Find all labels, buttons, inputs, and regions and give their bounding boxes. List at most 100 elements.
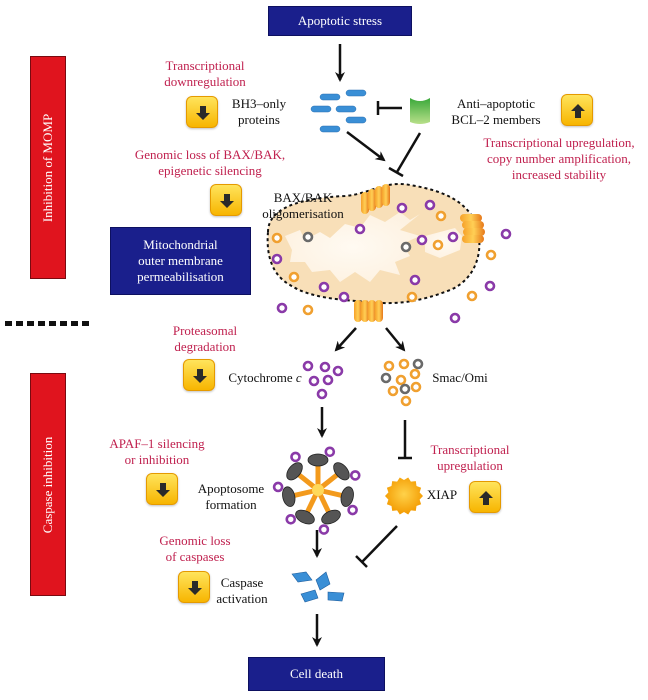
mito-protein-dot [485, 249, 497, 261]
cytochrome-c-dot [308, 375, 320, 387]
smac-omi-dot [383, 360, 395, 372]
mito-protein-dot [271, 232, 283, 244]
apaf1-subunit [282, 486, 296, 507]
bar-caspase-inhibition: Caspase inhibition [30, 373, 66, 596]
label-smac-omi: Smac/Omi [428, 370, 492, 386]
label-line: Anti–apoptotic [457, 96, 535, 111]
arrow-down-icon [196, 106, 210, 120]
apaf1-subunit [333, 462, 350, 481]
arrow-down-icon [193, 369, 207, 383]
caspase-graphic [291, 571, 345, 603]
smac-omi-dot [412, 358, 424, 370]
mito-protein-dot [318, 281, 330, 293]
mechanism-line: Genomic loss [159, 533, 231, 548]
mechanism-genomic-loss-baxbak: Genomic loss of BAX/BAK, epigenetic sile… [130, 147, 290, 179]
label-cytochrome-c: Cytochrome c [220, 370, 310, 386]
arrow-up-icon [479, 491, 493, 505]
apoptosome-core [312, 484, 324, 496]
arrow-to-smac [385, 327, 406, 352]
mito-protein-dot [338, 291, 350, 303]
bar-inhibition-of-momp: Inhibition of MOMP [30, 56, 66, 279]
apoptosome-cytochrome-dot [285, 514, 297, 525]
smac-omi-dot [399, 383, 411, 395]
inhibit-smac-xiap [398, 420, 412, 460]
mito-protein-dot [409, 274, 421, 286]
mito-protein-dot [302, 231, 314, 243]
mito-protein-dot [276, 302, 288, 314]
cytochrome-c-graphic [302, 360, 344, 400]
node-momp-line2: outer membrane [138, 253, 223, 268]
mito-protein-dot [449, 312, 461, 324]
mechanism-line: epigenetic silencing [158, 163, 262, 178]
cytochrome-c-dot [322, 374, 334, 386]
label-line: proteins [238, 112, 280, 127]
smac-omi-dot [409, 368, 421, 380]
mito-protein-dot [288, 271, 300, 283]
mito-protein-dot [484, 280, 496, 292]
apoptosome-cytochrome-dot [290, 451, 301, 463]
baxbak-channel-bottom [354, 300, 383, 322]
mito-protein-dot [466, 290, 478, 302]
mechanism-apaf1-silencing: APAF–1 silencing or inhibition [100, 436, 214, 468]
label-cytochrome-text: Cytochrome [228, 370, 293, 385]
mito-protein-dot [432, 239, 444, 251]
smac-omi-dot [395, 374, 407, 386]
smac-omi-dot [410, 381, 422, 393]
label-bh3-only-proteins: BH3–only proteins [228, 96, 290, 128]
mito-protein-dot [416, 234, 428, 246]
apaf1-subunit [286, 462, 303, 481]
apoptosome-cytochrome-dot [347, 504, 358, 516]
cytochrome-c-dot [302, 360, 314, 372]
apoptosome-graphic [272, 446, 361, 535]
mito-protein-dot [302, 304, 314, 316]
bcl2-protein-graphic [410, 98, 430, 124]
cytochrome-c-dot [332, 365, 344, 377]
mechanism-genomic-loss-caspases: Genomic loss of caspases [150, 533, 240, 565]
mechanism-line: Transcriptional upregulation, [483, 135, 635, 150]
label-xiap: XIAP [424, 487, 460, 503]
bh3-only-proteins-graphic [310, 89, 367, 133]
smac-omi-dot [400, 395, 412, 407]
cytochrome-c-dot [319, 361, 331, 373]
section-divider [5, 321, 93, 326]
mito-protein-dot [400, 241, 412, 253]
apoptosome-cytochrome-dot [318, 524, 330, 535]
label-xiap-text: XIAP [426, 487, 458, 502]
indicator-cytochrome-down [183, 359, 215, 391]
mechanism-line: degradation [174, 339, 236, 354]
indicator-baxbak-down [210, 184, 242, 216]
bar-inhibition-of-momp-label: Inhibition of MOMP [40, 113, 55, 222]
mechanism-xiap-upregulation: Transcriptional upregulation [425, 442, 515, 474]
baxbak-channel-right [460, 214, 485, 243]
indicator-caspase-down [178, 571, 210, 603]
mechanism-line: Transcriptional [165, 58, 245, 73]
indicator-bcl2-up [561, 94, 593, 126]
label-line: BH3–only [231, 96, 287, 111]
apaf1-subunit [307, 453, 329, 467]
mechanism-line: Genomic loss of BAX/BAK, [134, 147, 286, 162]
label-anti-apoptotic-bcl2: Anti–apoptotic BCL–2 members [444, 96, 548, 128]
apaf1-subunit [321, 509, 341, 525]
mito-protein-dot [354, 223, 366, 235]
xiap-protein-graphic [385, 477, 423, 515]
node-apoptotic-stress: Apoptotic stress [268, 6, 412, 36]
label-cytochrome-italic: c [295, 370, 302, 385]
mechanism-line: APAF–1 silencing [109, 436, 205, 451]
label-apoptosome-formation: Apoptosome formation [196, 481, 266, 513]
label-baxbak-oligomerisation: BAX/BAK oligomerisation [258, 190, 348, 222]
arrow-to-cytochrome [334, 327, 357, 352]
inhibit-bcl2-baxbak [388, 132, 422, 178]
arrow-down-icon [220, 194, 234, 208]
node-momp-line1: Mitochondrial [143, 237, 218, 252]
label-line: activation [216, 591, 268, 606]
node-momp-line3: permeabilisation [137, 269, 224, 284]
smac-omi-dot [387, 385, 399, 397]
node-momp: Mitochondrial outer membrane permeabilis… [110, 227, 251, 295]
label-line: Caspase [220, 575, 264, 590]
inhibit-xiap-caspase [355, 525, 398, 568]
mechanism-line: downregulation [164, 74, 246, 89]
smac-omi-graphic [380, 358, 424, 407]
mito-protein-dot [500, 228, 512, 240]
mito-protein-dot [271, 253, 283, 265]
